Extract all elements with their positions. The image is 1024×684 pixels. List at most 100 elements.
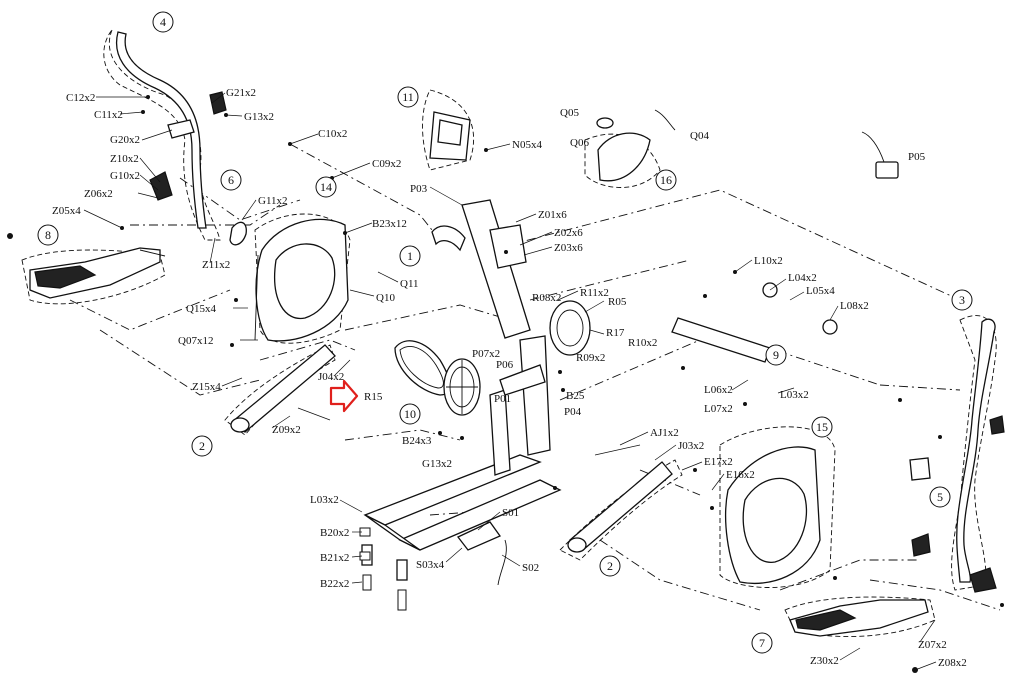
label-P03: P03 bbox=[410, 183, 428, 195]
callout-7: 7 bbox=[759, 636, 765, 650]
callout-6: 6 bbox=[228, 173, 234, 187]
right-handlebar bbox=[909, 318, 1005, 593]
callout-2-right: 2 bbox=[607, 559, 613, 573]
label-R17: R17 bbox=[606, 327, 625, 339]
label-Z05x4: Z05x4 bbox=[52, 205, 81, 217]
label-Q05: Q05 bbox=[560, 107, 579, 119]
label-G13x2-bottom: G13x2 bbox=[422, 458, 452, 470]
right-pedal-arm bbox=[567, 461, 673, 553]
label-Z01x6: Z01x6 bbox=[538, 209, 567, 221]
callout-3: 3 bbox=[959, 293, 965, 307]
label-B23x12: B23x12 bbox=[372, 218, 407, 230]
label-L06x2: L06x2 bbox=[704, 384, 733, 396]
label-P04: P04 bbox=[564, 406, 582, 418]
leader-lines bbox=[83, 92, 937, 671]
label-L03x2-left: L03x2 bbox=[310, 494, 339, 506]
callout-4: 4 bbox=[160, 15, 166, 29]
label-R11x2: R11x2 bbox=[580, 287, 609, 299]
left-side-cover bbox=[254, 218, 349, 342]
label-G21x2: G21x2 bbox=[226, 87, 256, 99]
callout-1: 1 bbox=[407, 249, 413, 263]
label-B20x2: B20x2 bbox=[320, 527, 349, 539]
label-Q07x12: Q07x12 bbox=[178, 335, 213, 347]
label-Z15x4: Z15x4 bbox=[192, 381, 221, 393]
label-L07x2: L07x2 bbox=[704, 403, 733, 415]
right-pedal bbox=[789, 599, 929, 637]
label-Q04: Q04 bbox=[690, 130, 709, 142]
label-L08x2: L08x2 bbox=[840, 300, 869, 312]
callout-16: 16 bbox=[660, 173, 672, 187]
label-L10x2: L10x2 bbox=[754, 255, 783, 267]
motor-plate bbox=[456, 521, 507, 586]
callout-14: 14 bbox=[320, 180, 332, 194]
label-Q06: Q06 bbox=[570, 137, 589, 149]
label-Z30x2: Z30x2 bbox=[810, 655, 839, 667]
label-G20x2: G20x2 bbox=[110, 134, 140, 146]
label-N05x4: N05x4 bbox=[512, 139, 542, 151]
label-G11x2: G11x2 bbox=[258, 195, 288, 207]
label-J04x2: J04x2 bbox=[318, 371, 344, 383]
label-E17x2: E17x2 bbox=[704, 456, 733, 468]
bottle-holder bbox=[596, 109, 676, 182]
label-Z10x2: Z10x2 bbox=[110, 153, 139, 165]
label-Z08x2: Z08x2 bbox=[938, 657, 967, 669]
label-C12x2: C12x2 bbox=[66, 92, 95, 104]
label-S03x4: S03x4 bbox=[416, 559, 445, 571]
callout-8: 8 bbox=[45, 228, 51, 242]
power-adapter bbox=[861, 131, 899, 179]
label-J03x2: J03x2 bbox=[678, 440, 704, 452]
label-G10x2: G10x2 bbox=[110, 170, 140, 182]
callout-10: 10 bbox=[404, 407, 416, 421]
label-L03x2-right: L03x2 bbox=[780, 389, 809, 401]
label-Z06x2: Z06x2 bbox=[84, 188, 113, 200]
label-P06: P06 bbox=[496, 359, 514, 371]
label-C11x2: C11x2 bbox=[94, 109, 123, 121]
label-R15: R15 bbox=[364, 391, 383, 403]
label-Q11: Q11 bbox=[400, 278, 419, 290]
flywheel-assembly bbox=[394, 300, 591, 416]
label-Z11x2: Z11x2 bbox=[202, 259, 230, 271]
label-Z03x6: Z03x6 bbox=[554, 242, 583, 254]
label-E16x2: E16x2 bbox=[726, 469, 755, 481]
label-R09x2: R09x2 bbox=[576, 352, 605, 364]
label-AJ1x2: AJ1x2 bbox=[650, 427, 679, 439]
label-P01: P01 bbox=[494, 393, 511, 405]
callout-9: 9 bbox=[773, 348, 779, 362]
left-pedal-arm bbox=[230, 344, 336, 433]
label-P07x2: P07x2 bbox=[472, 348, 500, 360]
callout-circles: 4 11 6 14 8 1 16 3 9 10 2 15 5 2 7 bbox=[37, 11, 973, 654]
label-Q10: Q10 bbox=[376, 292, 395, 304]
label-R08x2: R08x2 bbox=[532, 292, 561, 304]
callout-5: 5 bbox=[937, 490, 943, 504]
label-B22x2: B22x2 bbox=[320, 578, 349, 590]
label-S02: S02 bbox=[522, 562, 539, 574]
label-R05: R05 bbox=[608, 296, 627, 308]
callout-2-left: 2 bbox=[199, 439, 205, 453]
label-Q15x4: Q15x4 bbox=[186, 303, 216, 315]
label-Z02x6: Z02x6 bbox=[554, 227, 583, 239]
label-P05: P05 bbox=[908, 151, 926, 163]
label-Z09x2: Z09x2 bbox=[272, 424, 301, 436]
label-Z07x2: Z07x2 bbox=[918, 639, 947, 651]
label-L04x2: L04x2 bbox=[788, 272, 817, 284]
left-handlebar bbox=[116, 31, 247, 246]
label-R10x2: R10x2 bbox=[628, 337, 657, 349]
callout-15: 15 bbox=[816, 420, 828, 434]
highlight-arrow bbox=[329, 379, 359, 413]
part-labels: C12x2 C11x2 G21x2 G13x2 G20x2 C10x2 Z10x… bbox=[52, 87, 967, 669]
main-upright bbox=[431, 199, 531, 339]
console bbox=[429, 111, 471, 161]
label-C10x2: C10x2 bbox=[318, 128, 347, 140]
right-side-cover bbox=[725, 446, 821, 585]
label-C09x2: C09x2 bbox=[372, 158, 401, 170]
label-B25: B25 bbox=[566, 390, 585, 402]
label-G13x2-top: G13x2 bbox=[244, 111, 274, 123]
main-frame bbox=[361, 335, 562, 581]
label-S01: S01 bbox=[502, 507, 519, 519]
label-B24x3: B24x3 bbox=[402, 435, 432, 447]
label-L05x4: L05x4 bbox=[806, 285, 835, 297]
left-pedal bbox=[29, 247, 166, 299]
label-B21x2: B21x2 bbox=[320, 552, 349, 564]
callout-11: 11 bbox=[402, 90, 414, 104]
